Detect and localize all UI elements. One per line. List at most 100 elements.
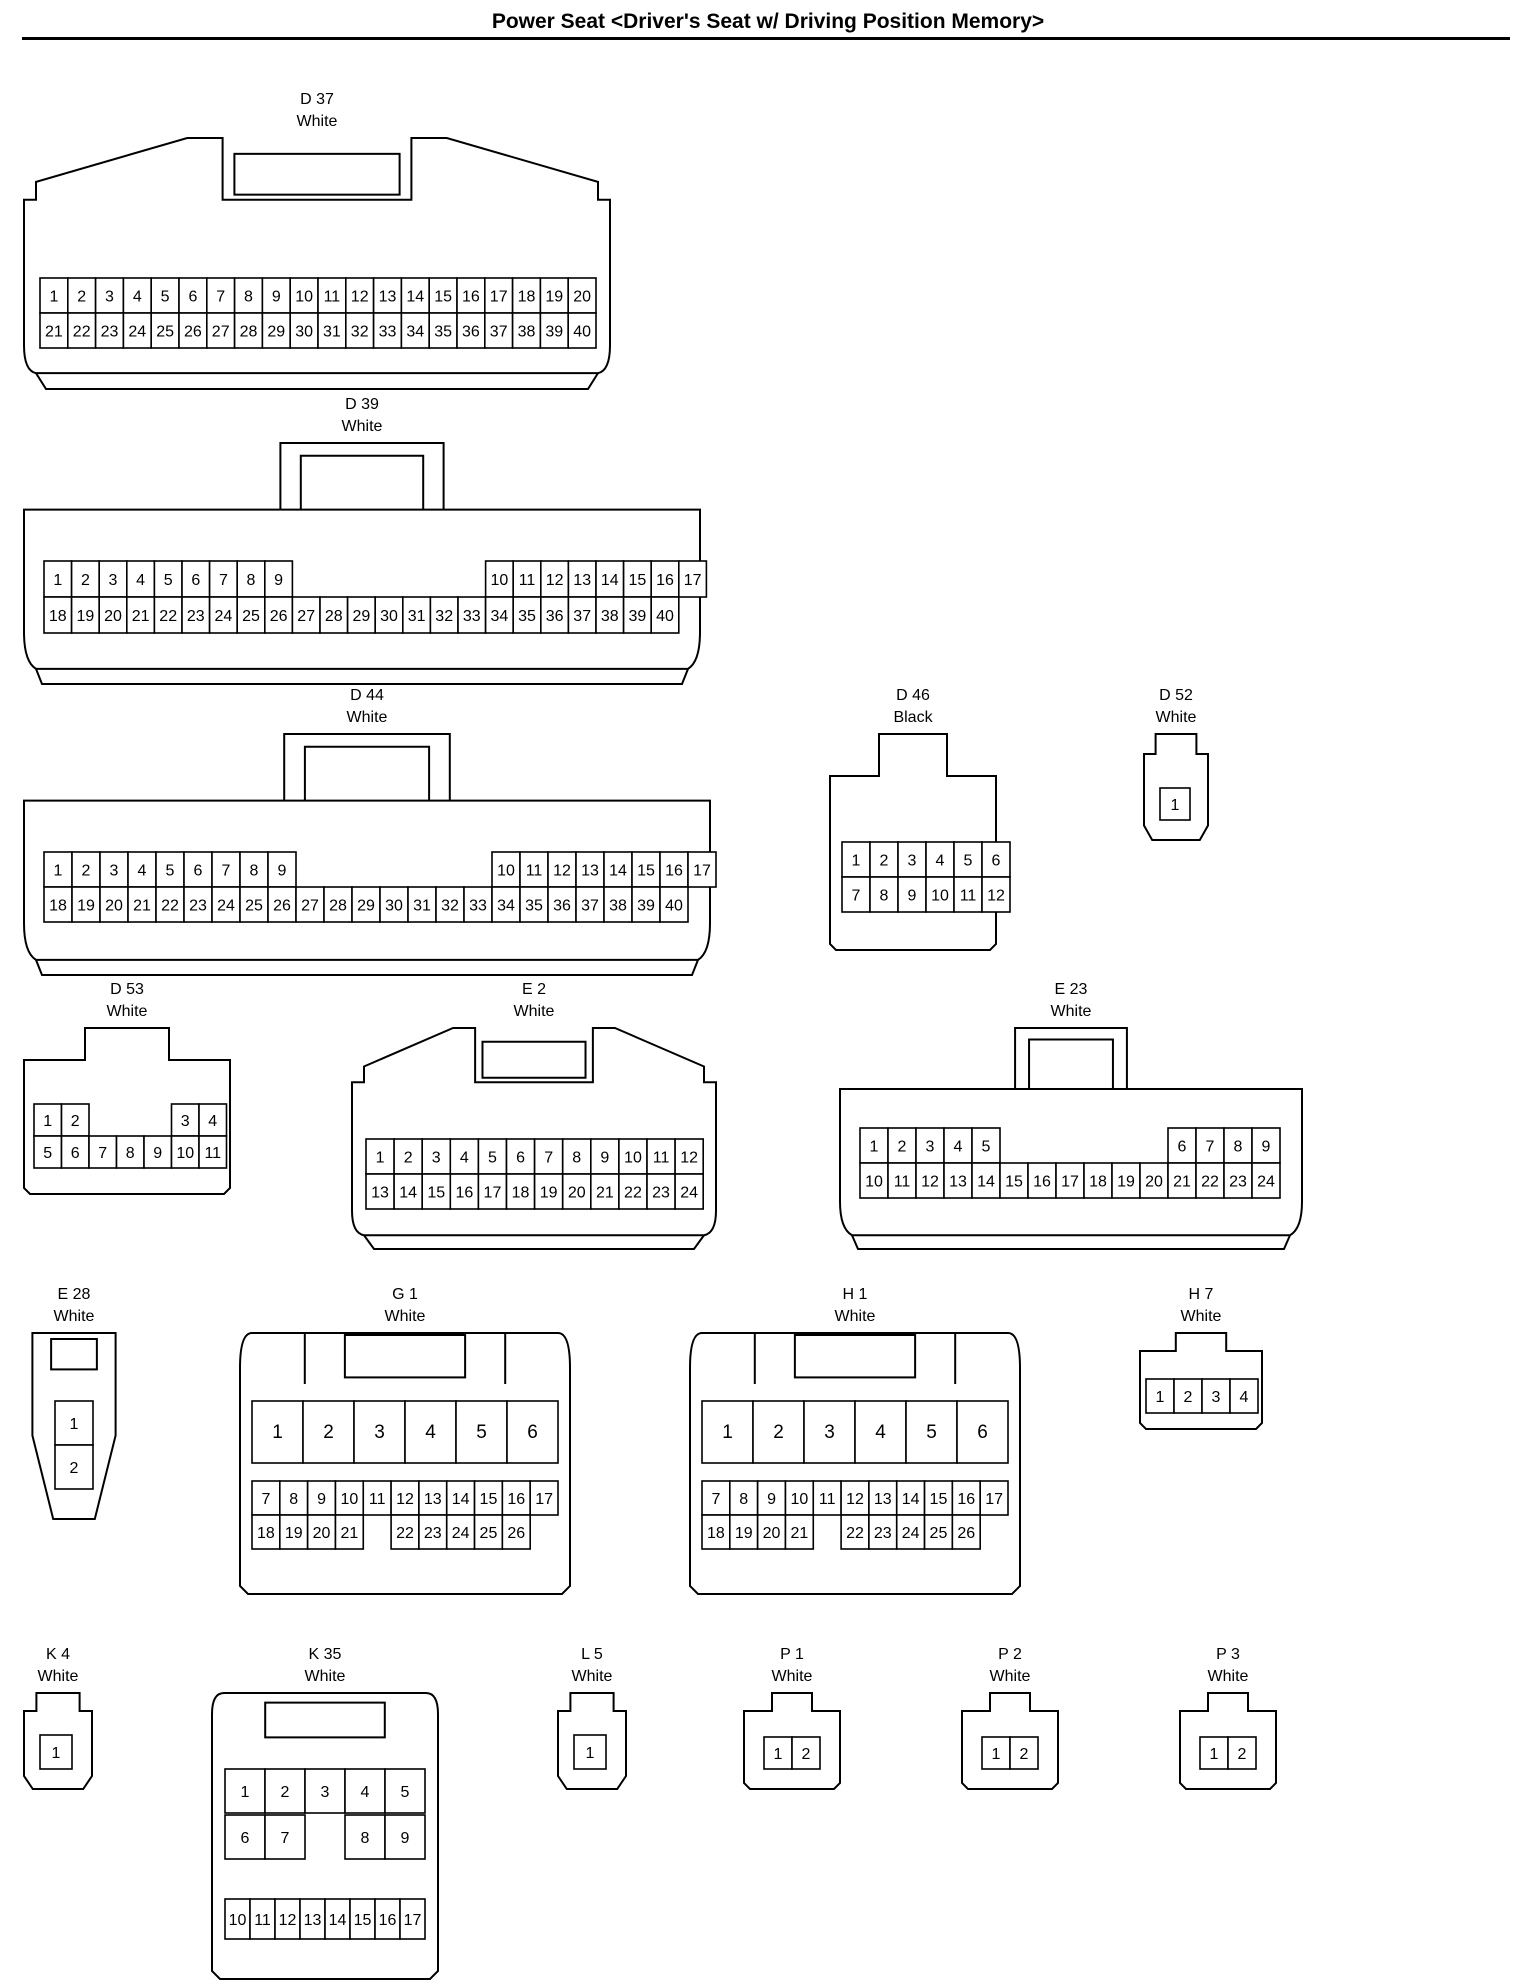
connector-id: P 2	[998, 1646, 1022, 1663]
pin-label: 31	[408, 608, 426, 625]
pin-label: 7	[1206, 1139, 1215, 1156]
pin-label: 14	[609, 863, 627, 880]
pin-21: 21	[39, 312, 69, 349]
pin-2: 2	[302, 1400, 355, 1464]
pin-label: 3	[1212, 1389, 1221, 1406]
pin-18: 18	[511, 277, 542, 314]
pin-7: 7	[206, 277, 236, 314]
pin-35: 35	[512, 596, 542, 634]
pin-label: 5	[964, 853, 973, 870]
pin-label: 15	[1005, 1174, 1023, 1191]
pin-label: 16	[665, 863, 683, 880]
pin-6: 6	[506, 1400, 559, 1464]
pin-label: 8	[289, 1491, 298, 1508]
pin-5: 5	[953, 841, 983, 878]
pin-label: 12	[921, 1174, 939, 1191]
connector-housing	[23, 442, 701, 685]
pin-17: 17	[529, 1480, 559, 1516]
pin-11: 11	[249, 1898, 276, 1940]
pin-16: 16	[449, 1173, 480, 1210]
title-rule	[22, 37, 1510, 40]
pin-label: 7	[852, 888, 861, 905]
pin-39: 39	[622, 596, 652, 634]
pin-label: 3	[908, 853, 917, 870]
pin-label: 10	[497, 863, 515, 880]
pin-label: 7	[711, 1491, 720, 1508]
pin-14: 14	[445, 1480, 476, 1516]
pin-label: 17	[484, 1185, 502, 1202]
pin-label: 1	[992, 1746, 1001, 1763]
pin-2: 2	[393, 1138, 423, 1175]
pin-label: 23	[424, 1525, 442, 1542]
pin-label: 16	[462, 289, 480, 306]
pin-label: 40	[665, 898, 683, 915]
pin-6: 6	[178, 277, 208, 314]
pin-label: 11	[369, 1491, 386, 1508]
pin-4: 4	[854, 1400, 907, 1464]
pin-label: 23	[189, 898, 207, 915]
pin-label: 5	[401, 1784, 410, 1801]
pin-label: 5	[43, 1145, 52, 1162]
pin-34: 34	[484, 596, 515, 634]
pin-label: 4	[954, 1139, 963, 1156]
pin-label: 17	[985, 1491, 1003, 1508]
pin-label: 8	[739, 1491, 748, 1508]
pin-label: 15	[480, 1491, 498, 1508]
connector-color: White	[513, 1003, 555, 1020]
pin-8: 8	[233, 277, 264, 314]
pin-label: 19	[1117, 1174, 1135, 1191]
pin-23: 23	[1223, 1162, 1253, 1199]
pin-28: 28	[233, 312, 264, 349]
pin-label: 1	[852, 853, 861, 870]
pin-3: 3	[803, 1400, 856, 1464]
pin-35: 35	[428, 312, 458, 349]
pin-5: 5	[905, 1400, 958, 1464]
pin-label: 17	[1061, 1174, 1079, 1191]
pin-label: 8	[1234, 1139, 1243, 1156]
pin-label: 20	[104, 608, 122, 625]
connector-housing	[23, 137, 611, 390]
pin-label: 6	[977, 1422, 988, 1443]
pin-label: 4	[133, 289, 142, 306]
pin-10: 10	[224, 1898, 251, 1940]
pin-label: 27	[301, 898, 319, 915]
pin-label: 33	[379, 324, 397, 341]
pin-label: 19	[735, 1525, 753, 1542]
pin-label: 18	[512, 1185, 530, 1202]
pin-10: 10	[289, 277, 319, 314]
pin-7: 7	[264, 1814, 306, 1860]
pin-12: 12	[274, 1898, 301, 1940]
connector-housing	[1139, 1332, 1263, 1430]
pin-label: 18	[49, 608, 67, 625]
pin-38: 38	[603, 886, 633, 923]
pin-label: 14	[406, 289, 424, 306]
pin-label: 28	[240, 324, 258, 341]
pin-label: 11	[819, 1491, 836, 1508]
pin-6: 6	[224, 1814, 266, 1860]
pin-label: 20	[105, 898, 123, 915]
pin-11: 11	[362, 1480, 392, 1516]
pin-10: 10	[484, 560, 515, 598]
connector-id: D 52	[1159, 687, 1193, 704]
pin-4: 4	[127, 851, 157, 888]
connector-housing	[839, 1027, 1303, 1250]
pin-6: 6	[956, 1400, 1009, 1464]
pin-5: 5	[153, 560, 183, 598]
connector-color: Black	[893, 709, 933, 726]
pin-5: 5	[971, 1127, 1001, 1164]
pin-16: 16	[659, 851, 689, 888]
pin-4: 4	[344, 1768, 386, 1814]
pin-label: 1	[1171, 797, 1180, 814]
pin-13: 13	[418, 1480, 448, 1516]
pin-20: 20	[306, 1514, 337, 1550]
pin-label: 16	[455, 1185, 473, 1202]
pin-label: 7	[216, 289, 225, 306]
pin-label: 1	[52, 1745, 61, 1762]
pin-17: 17	[477, 1173, 508, 1210]
pin-4: 4	[943, 1127, 973, 1164]
pin-1: 1	[981, 1736, 1011, 1770]
pin-label: 6	[527, 1422, 538, 1443]
